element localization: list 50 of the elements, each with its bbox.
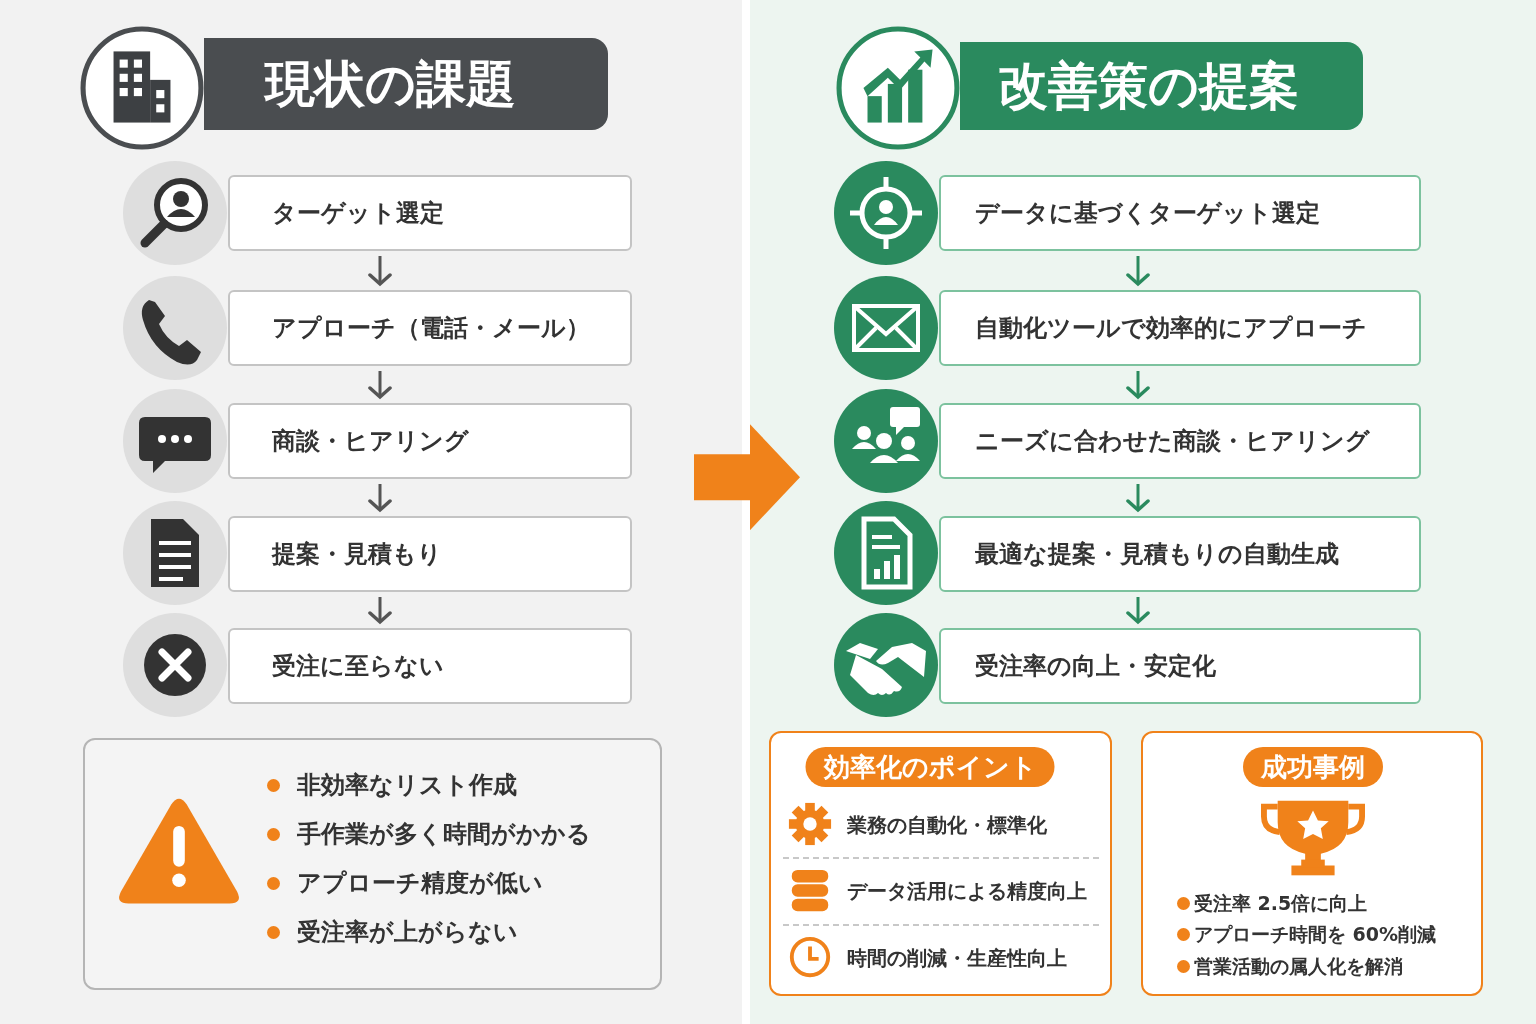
info-card bbox=[769, 731, 1112, 996]
step-label: 受注に至らない bbox=[272, 651, 444, 682]
header-banner bbox=[960, 42, 1363, 130]
arrow bbox=[368, 597, 392, 624]
header-title: 現状の課題 bbox=[265, 54, 516, 115]
panel-background bbox=[0, 0, 694, 1024]
step-box bbox=[228, 290, 632, 366]
step-label: ターゲット選定 bbox=[272, 198, 444, 229]
issue-text: アプローチ精度が低い bbox=[297, 868, 543, 899]
heading-pill: 効率化のポイント bbox=[805, 747, 1055, 787]
step-label: 商談・ヒアリング bbox=[272, 426, 469, 457]
step-box bbox=[228, 403, 632, 479]
heading-pill: 成功事例 bbox=[1243, 747, 1383, 787]
info-card bbox=[1141, 731, 1483, 996]
block-arrow bbox=[694, 424, 800, 531]
header-banner bbox=[204, 38, 608, 130]
issue-card bbox=[83, 738, 662, 990]
panel-background bbox=[766, 0, 1536, 1024]
point-text: 業務の自動化・標準化 bbox=[847, 812, 1047, 839]
arrow bbox=[1126, 371, 1150, 399]
step-box bbox=[939, 628, 1421, 704]
step-box bbox=[939, 403, 1421, 479]
step-label: 自動化ツールで効率的にアプローチ bbox=[975, 313, 1367, 344]
step-box bbox=[939, 175, 1421, 251]
step-box bbox=[939, 516, 1421, 592]
arrow bbox=[1126, 484, 1150, 512]
header-title: 改善策の提案 bbox=[998, 56, 1299, 117]
step-box bbox=[939, 290, 1421, 366]
step-label: 最適な提案・見積もりの自動生成 bbox=[975, 539, 1339, 570]
arrow bbox=[368, 256, 392, 286]
issue-text: 受注率が上がらない bbox=[297, 917, 518, 948]
point-text: 営業活動の属人化を解消 bbox=[1194, 954, 1403, 979]
step-box bbox=[228, 175, 632, 251]
issue-text: 非効率なリスト作成 bbox=[297, 770, 517, 801]
step-label: データに基づくターゲット選定 bbox=[975, 198, 1320, 229]
step-label: アプローチ（電話・メール） bbox=[272, 313, 590, 344]
arrow bbox=[368, 484, 392, 512]
step-box bbox=[228, 516, 632, 592]
issue-text: 手作業が多く時間がかかる bbox=[297, 819, 591, 850]
point-text: 受注率 2.5倍に向上 bbox=[1194, 891, 1368, 916]
arrow bbox=[1126, 597, 1150, 624]
step-box bbox=[228, 628, 632, 704]
step-label: 提案・見積もり bbox=[272, 539, 442, 570]
step-label: 受注率の向上・安定化 bbox=[975, 651, 1216, 682]
arrow bbox=[368, 371, 392, 399]
point-text: アプローチ時間を 60%削減 bbox=[1194, 922, 1437, 947]
arrow bbox=[1126, 256, 1150, 286]
point-text: 時間の削減・生産性向上 bbox=[847, 945, 1067, 972]
point-text: データ活用による精度向上 bbox=[847, 878, 1087, 905]
step-label: ニーズに合わせた商談・ヒアリング bbox=[975, 426, 1370, 457]
